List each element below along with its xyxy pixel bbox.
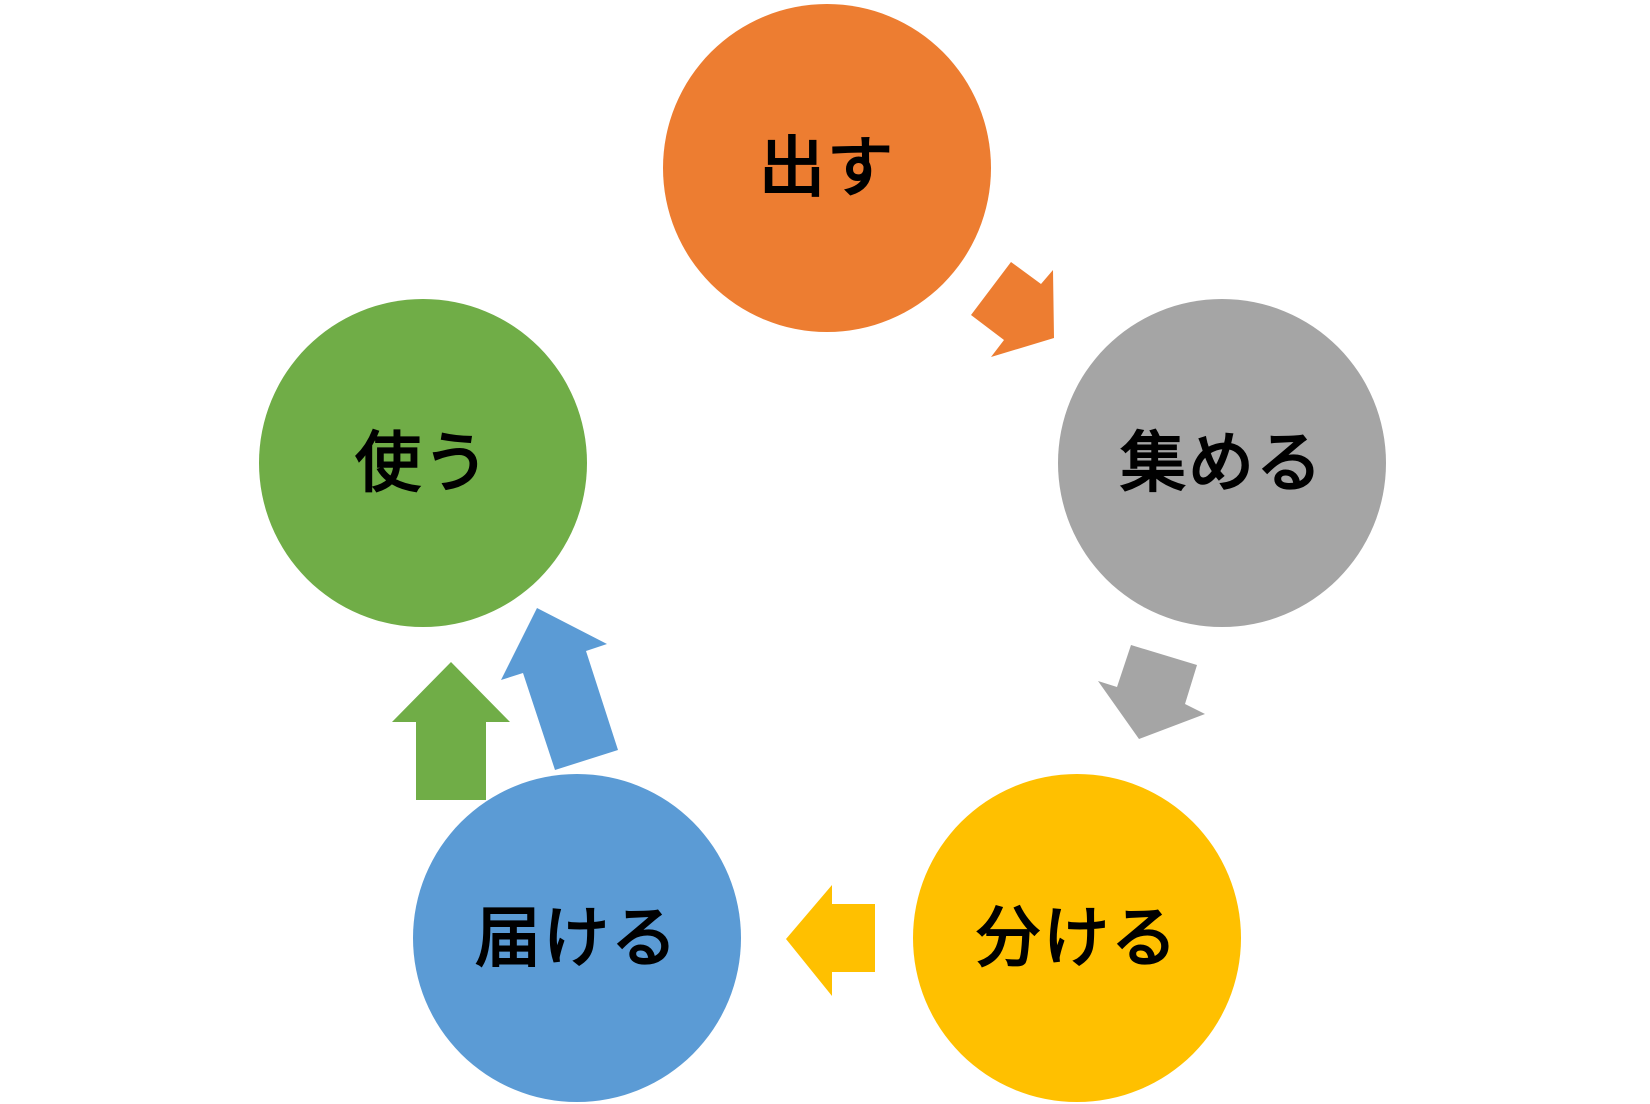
arrow-dasu-to-atsumeru xyxy=(971,262,1054,357)
node-dasu-circle xyxy=(663,4,991,332)
arrow-todokeru-to-tsukau-blue xyxy=(501,608,618,770)
node-tsukau-label: 使う xyxy=(355,425,491,502)
arrow-todokeru-to-tsukau-green xyxy=(392,662,510,800)
node-dasu-label: 出す xyxy=(759,130,895,207)
node-dasu: 出す xyxy=(663,4,991,332)
node-todokeru-circle xyxy=(413,774,741,1102)
node-tsukau: 使う xyxy=(259,299,587,627)
node-wakeru-circle xyxy=(913,774,1241,1102)
node-tsukau-circle xyxy=(259,299,587,627)
arrow-atsumeru-to-wakeru xyxy=(1098,645,1205,739)
node-todokeru: 届ける xyxy=(413,774,741,1102)
node-wakeru: 分ける xyxy=(913,774,1241,1102)
node-todokeru-label: 届ける xyxy=(475,900,679,977)
node-atsumeru-circle xyxy=(1058,299,1386,627)
node-atsumeru-label: 集める xyxy=(1119,425,1324,502)
arrow-wakeru-to-todokeru xyxy=(786,885,875,996)
node-atsumeru: 集める xyxy=(1058,299,1386,627)
node-wakeru-label: 分ける xyxy=(975,900,1179,977)
